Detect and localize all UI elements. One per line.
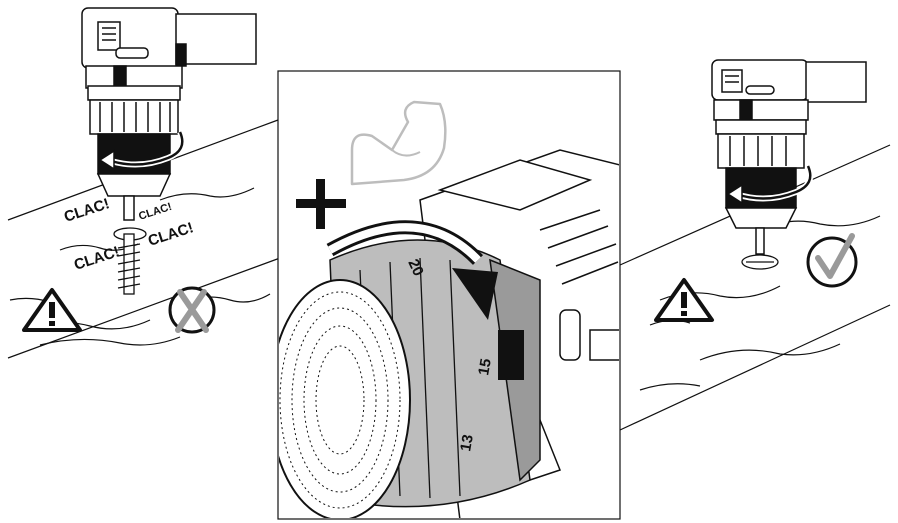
dial-number-13: 13 bbox=[457, 433, 477, 452]
warning-triangle-icon bbox=[22, 288, 82, 332]
clac-label-1: CLAC! bbox=[62, 195, 112, 226]
left-panel: CLAC! CLAC! CLAC! CLAC! bbox=[7, 7, 281, 359]
chuck-knurled bbox=[279, 279, 411, 518]
cross-circle-icon bbox=[168, 286, 216, 334]
rotation-arrow-left bbox=[98, 130, 186, 171]
plus-sign-icon bbox=[296, 179, 346, 229]
check-circle-icon bbox=[806, 233, 858, 288]
rotation-arrow-right bbox=[726, 164, 814, 205]
drill-left bbox=[81, 7, 257, 221]
clac-label-2: CLAC! bbox=[137, 201, 173, 223]
warning-triangle-icon bbox=[654, 278, 714, 322]
seated-screw bbox=[741, 254, 779, 270]
dial-number-20: 20 bbox=[404, 257, 426, 279]
center-panel: 13 15 20 bbox=[277, 70, 621, 520]
right-panel bbox=[619, 59, 891, 431]
drill-right bbox=[711, 59, 867, 255]
dial-number-15: 15 bbox=[475, 357, 495, 376]
curved-arrow-clockwise-icon bbox=[326, 220, 498, 320]
flexed-arm-icon bbox=[350, 100, 447, 186]
clac-label-3: CLAC! bbox=[72, 243, 122, 274]
clac-label-4: CLAC! bbox=[146, 219, 196, 250]
stripped-screw bbox=[113, 227, 147, 295]
